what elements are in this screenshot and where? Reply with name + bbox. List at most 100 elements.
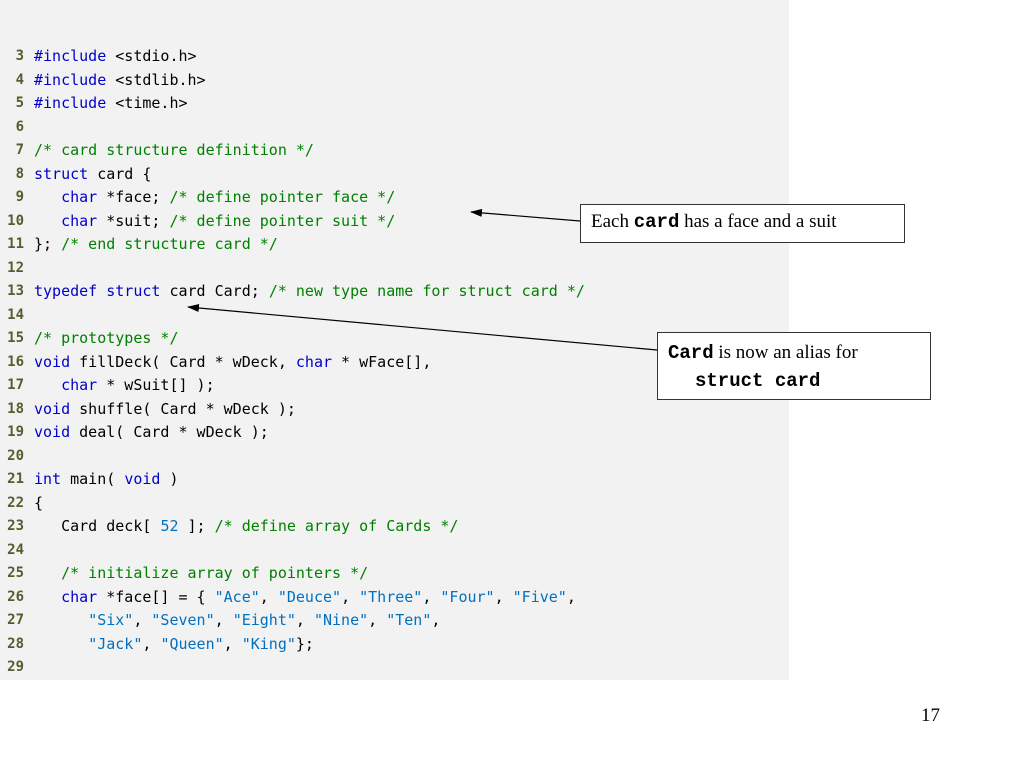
code-line: 5#include <time.h> [0, 92, 789, 116]
code-line: 19 void deal( Card * wDeck ); [0, 421, 789, 445]
code-token: ]; [178, 517, 215, 535]
code-text: /* initialize array of pointers */ [34, 562, 368, 586]
callout-alias-text: is now an alias for [713, 342, 858, 363]
code-line: 4#include <stdlib.h> [0, 69, 789, 93]
line-number: 21 [7, 471, 24, 487]
callout-alias-line1: Card is now an alias for [668, 339, 930, 367]
code-token: main( [61, 470, 125, 488]
code-line: 27 "Six", "Seven", "Eight", "Nine", "Ten… [0, 609, 789, 633]
code-line: 29 [0, 656, 789, 680]
code-token: <stdlib.h> [106, 70, 206, 89]
code-line: 18 void shuffle( Card * wDeck ); [0, 398, 789, 422]
code-token: "Eight" [232, 611, 296, 629]
code-text: #include <time.h> [34, 92, 188, 116]
line-number: 11 [7, 236, 24, 252]
code-token: *suit; [97, 211, 170, 230]
code-token: }; [34, 235, 62, 253]
code-token: /* card structure definition */ [34, 141, 314, 159]
code-token: "Three" [359, 587, 423, 606]
code-token: <stdio.h> [106, 47, 197, 65]
code-text: void fillDeck( Card * wDeck, char * wFac… [34, 351, 431, 375]
slide-page-number: 17 [921, 705, 940, 726]
line-number: 18 [7, 400, 24, 417]
line-number: 3 [15, 48, 24, 64]
line-number: 8 [15, 165, 24, 182]
code-token: /* new type name for struct card */ [268, 282, 585, 300]
code-line: 24 [0, 539, 789, 563]
code-token: #include [34, 47, 107, 65]
line-number: 6 [15, 118, 24, 135]
code-token: }; [295, 634, 314, 653]
code-line: 15 /* prototypes */ [0, 327, 789, 351]
code-token: /* end structure card */ [61, 235, 278, 253]
line-number: 24 [7, 541, 24, 558]
code-token: /* define pointer face */ [169, 188, 396, 206]
callout-text-post: has a face and a suit [679, 211, 837, 232]
code-line: 22{ [0, 492, 789, 516]
code-token: * wSuit[] ); [97, 376, 215, 394]
code-token: #include [34, 70, 107, 89]
code-text: /* prototypes */ [34, 327, 179, 351]
code-line: 28 "Jack", "Queen", "King"}; [0, 633, 789, 657]
callout-code-card-type: Card [668, 342, 714, 364]
code-token: card Card; [160, 282, 269, 300]
code-token: char [61, 587, 98, 606]
code-text: Card deck[ 52 ]; /* define array of Card… [34, 515, 458, 539]
line-number: 25 [7, 565, 24, 581]
code-text: /* card structure definition */ [34, 139, 314, 163]
line-number: 26 [7, 588, 24, 605]
code-token: deal( Card * wDeck ); [70, 423, 269, 441]
callout-card-struct: Each card has a face and a suit [580, 204, 905, 243]
code-token: , [214, 611, 233, 629]
code-token: , [494, 587, 513, 606]
code-token: "Jack" [88, 634, 143, 653]
code-token: void [34, 399, 71, 418]
code-token: , [431, 611, 441, 629]
line-number: 17 [7, 377, 24, 393]
code-token: , [133, 611, 152, 629]
code-line: 12 [0, 257, 789, 281]
code-token: * wFace[], [332, 352, 432, 371]
code-line: 26 char *face[] = { "Ace", "Deuce", "Thr… [0, 586, 789, 610]
code-token: char [295, 352, 333, 371]
code-token: , [566, 587, 576, 606]
line-number: 15 [7, 330, 24, 346]
code-token: char [61, 376, 98, 394]
code-text: char *face[] = { "Ace", "Deuce", "Three"… [34, 586, 576, 610]
code-line: 20 [0, 445, 789, 469]
code-line: 6 [0, 116, 789, 140]
line-number: 9 [15, 189, 24, 205]
code-line: 7 /* card structure definition */ [0, 139, 789, 163]
code-text: struct card { [34, 163, 151, 187]
code-token: "Ten" [386, 611, 432, 629]
code-token: *face[] = { [97, 587, 215, 606]
code-text: char * wSuit[] ); [34, 374, 215, 398]
code-text: "Six", "Seven", "Eight", "Nine", "Ten", [34, 609, 440, 633]
code-token: , [368, 611, 387, 629]
code-text: void shuffle( Card * wDeck ); [34, 398, 296, 422]
code-text: void deal( Card * wDeck ); [34, 421, 269, 445]
code-token: /* initialize array of pointers */ [61, 564, 369, 582]
code-line: 3 #include <stdio.h> [0, 45, 789, 69]
code-text: char *face; /* define pointer face */ [34, 186, 395, 210]
code-token: /* prototypes */ [34, 329, 179, 347]
code-token: char [61, 211, 98, 230]
line-number: 29 [7, 659, 24, 675]
code-text: #include <stdlib.h> [34, 69, 206, 93]
code-token: fillDeck( Card * wDeck, [70, 352, 296, 371]
code-token: shuffle( Card * wDeck ); [70, 399, 296, 418]
code-line: 14 [0, 304, 789, 328]
code-token: , [142, 634, 161, 653]
arrow-to-struct-members [470, 208, 581, 222]
code-token: Card deck[ [34, 517, 161, 535]
line-number: 7 [15, 142, 24, 158]
code-token: "Ace" [214, 587, 260, 606]
line-number: 19 [7, 424, 24, 440]
code-token: "Queen" [160, 634, 224, 653]
line-number: 28 [7, 635, 24, 652]
code-line: 17 char * wSuit[] ); [0, 374, 789, 398]
code-token: /* define pointer suit */ [169, 211, 396, 230]
